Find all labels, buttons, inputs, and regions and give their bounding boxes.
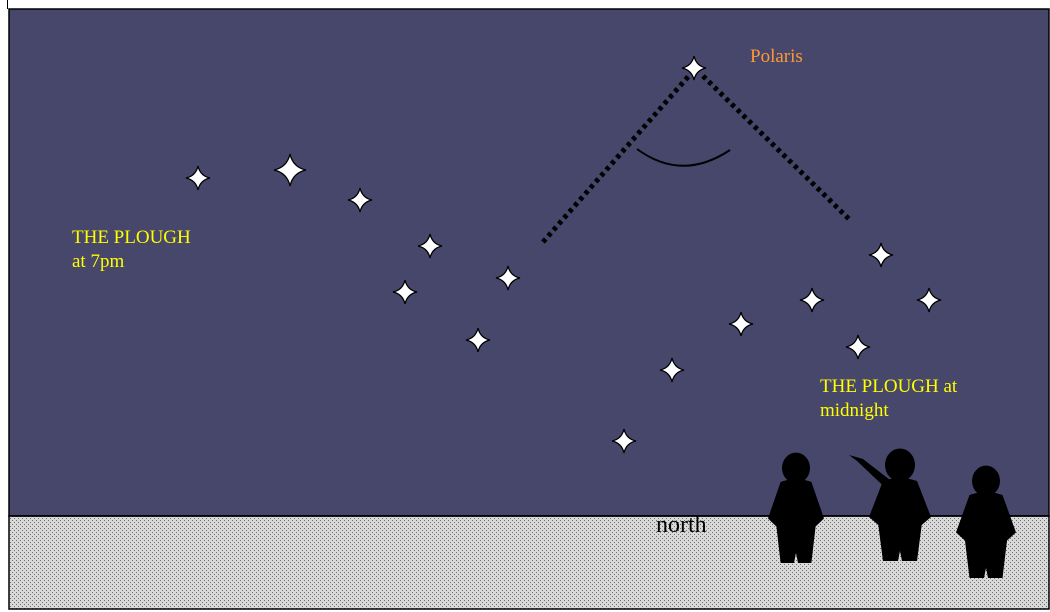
plough-7pm-star-icon [392,279,418,305]
plough-7pm-star-icon [417,233,443,259]
observer-silhouette-icon [849,448,931,561]
plough-7pm-star-icon [495,265,521,291]
polaris-label: Polaris [750,46,803,67]
observer-silhouette-icon [956,465,1016,578]
rotation-arc [636,148,731,167]
pointer-line-right [701,74,852,222]
plough-7pm-star-icon [347,187,373,213]
plough-midnight-star-icon [659,357,685,383]
plough-7pm-label: THE PLOUGH at 7pm [72,227,191,272]
observer-silhouette-icon [768,452,824,563]
corner-tick [7,0,8,9]
plough-7pm-star-icon [185,165,211,191]
plough-midnight-star-icon [916,287,942,313]
polaris-star-icon [681,55,707,81]
north-label: north [656,512,707,538]
plough-7pm-star-icon [465,327,491,353]
plough-midnight-star-icon [799,287,825,313]
plough-7pm-star-icon [273,153,307,187]
plough-midnight-star-icon [611,428,637,454]
plough-midnight-star-icon [845,334,871,360]
plough-midnight-star-icon [868,242,894,268]
sky-panel [8,8,1050,517]
pointer-line-left [541,68,696,244]
plough-midnight-star-icon [728,311,754,337]
plough-midnight-label: THE PLOUGH at midnight [820,376,958,421]
ground-panel [8,515,1050,610]
